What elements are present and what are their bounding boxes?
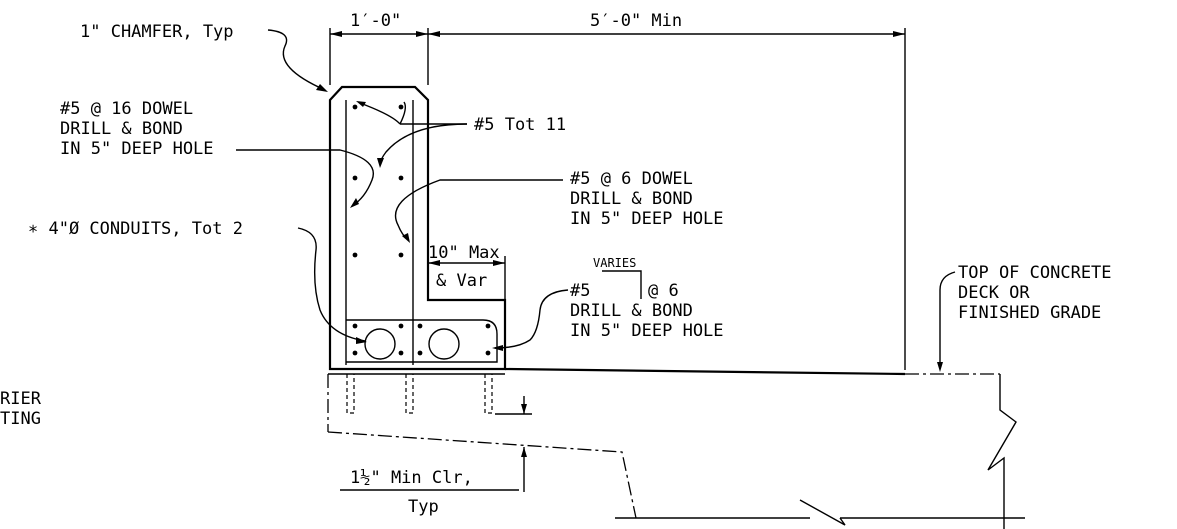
varies-bracket [602,270,642,299]
embed-dimension [495,396,532,492]
dowel16-line2: DRILL & BOND [60,119,183,139]
drill-line3: IN 5" DEEP HOLE [570,321,724,341]
footing-bottom-line [327,431,637,519]
chamfer-label: 1" CHAMFER, Typ [80,22,234,42]
dowels [346,374,493,414]
clear-cover-line1: 1½" Min Clr, [350,468,473,488]
max-line2: & Var [436,271,487,291]
bar-dots [352,104,491,356]
dowel6-line3: IN 5" DEEP HOLE [570,209,724,229]
conduit-right [428,328,460,360]
dim-5ft-label: 5′-0" Min [590,11,682,31]
deck-line2: DECK OR [958,283,1030,303]
leaders [236,29,956,491]
toe-bar-loop [346,319,498,363]
varies-label: VARIES [593,256,636,270]
clear-cover-line2: Typ [408,497,439,517]
drill-line2: DRILL & BOND [570,301,693,321]
deck-line1: TOP OF CONCRETE [958,263,1112,283]
dowel16-line1: #5 @ 16 DOWEL [60,99,193,119]
barrier-line2: TING [0,409,41,429]
max-dimension [428,256,506,300]
barrier-outline [328,85,507,371]
dowel16-line3: IN 5" DEEP HOLE [60,139,214,159]
conduits-label: ∗ 4"Ø CONDUITS, Tot 2 [28,219,243,239]
barrier-line1: RIER [0,389,42,409]
vertical-bars [345,100,414,365]
max-line1: 10" Max [428,243,500,263]
dim-1ft-label: 1′-0" [350,11,401,31]
deck-line3: FINISHED GRADE [958,303,1101,323]
bars-total-label: #5 Tot 11 [474,115,566,135]
top-dimensions [329,28,906,370]
drill-line1a: #5 [570,281,590,301]
deck-top-line [504,367,906,376]
ground-break [799,499,846,526]
dowel6-line2: DRILL & BOND [570,189,693,209]
dowel6-line1: #5 @ 6 DOWEL [570,169,693,189]
drill-line1b: @ 6 [648,281,679,301]
conduit-left [364,328,396,360]
slab-break-line [987,374,1017,529]
